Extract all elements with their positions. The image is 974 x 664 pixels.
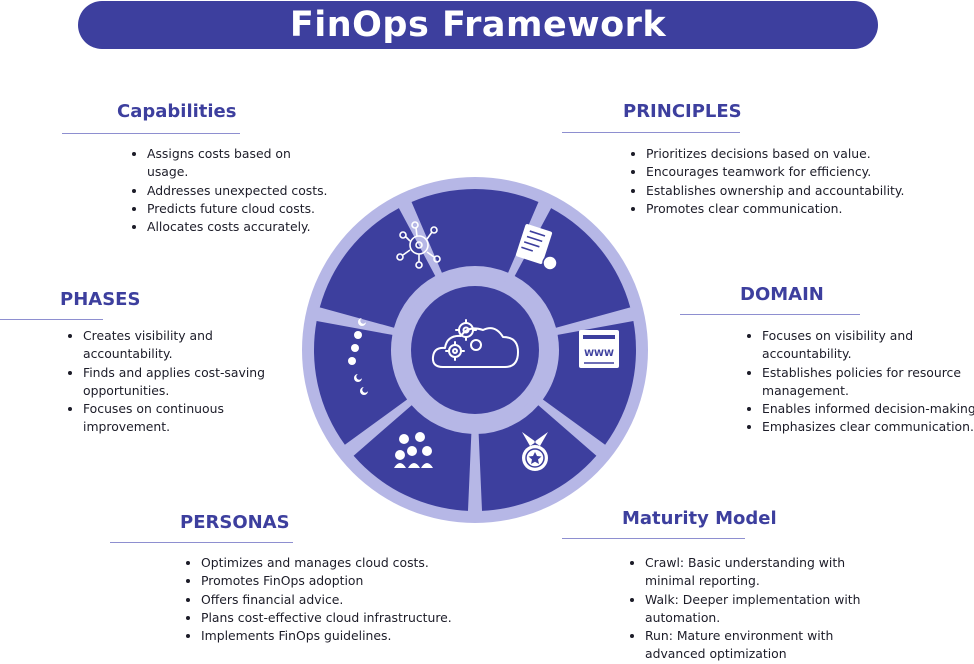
phases-list: Creates visibility and accountability. F…: [67, 327, 298, 437]
network-gears-icon: [396, 221, 441, 269]
principles-rule: [562, 132, 740, 133]
maturity-model-title: Maturity Model: [622, 508, 777, 529]
capabilities-list: Assigns costs based on usage. Addresses …: [131, 145, 332, 236]
list-item: Finds and applies cost-saving opportunit…: [83, 364, 298, 401]
title-banner: FinOps Framework: [78, 1, 878, 49]
list-item: Optimizes and manages cloud costs.: [201, 554, 456, 572]
wheel-segment: [411, 189, 539, 273]
wheel-segment: [313, 321, 408, 445]
list-item: Establishes policies for resource manage…: [762, 364, 974, 401]
list-item: Allocates costs accurately.: [147, 218, 332, 236]
list-item: Enables informed decision-making.: [762, 400, 974, 418]
list-item: Prioritizes decisions based on value.: [646, 145, 916, 163]
browser-window-icon: WWW: [579, 330, 619, 368]
moon-phases-icon: [348, 318, 368, 395]
award-badge-icon: [522, 432, 548, 471]
personas-title: PERSONAS: [180, 512, 290, 533]
maturity-model-rule: [562, 538, 745, 539]
domain-list: Focuses on visibility and accountability…: [746, 327, 974, 437]
phases-rule: [0, 319, 103, 320]
personas-list: Optimizes and manages cloud costs. Promo…: [185, 554, 456, 645]
page-title: FinOps Framework: [289, 5, 667, 45]
capabilities-rule: [62, 133, 240, 134]
svg-text:WWW: WWW: [584, 349, 614, 359]
phases-title: PHASES: [60, 289, 141, 310]
list-item: Implements FinOps guidelines.: [201, 627, 456, 645]
list-item: Encourages teamwork for efficiency.: [646, 163, 916, 181]
principles-title: PRINCIPLES: [623, 101, 742, 122]
list-item: Establishes ownership and accountability…: [646, 182, 916, 200]
list-item: Offers financial advice.: [201, 591, 456, 609]
framework-wheel: WWW: [302, 177, 648, 523]
domain-title: DOMAIN: [740, 284, 824, 305]
list-item: Predicts future cloud costs.: [147, 200, 332, 218]
list-item: Run: Mature environment with advanced op…: [645, 627, 885, 664]
list-item: Addresses unexpected costs.: [147, 182, 332, 200]
list-item: Plans cost-effective cloud infrastructur…: [201, 609, 456, 627]
principles-list: Prioritizes decisions based on value. En…: [630, 145, 916, 218]
list-item: Assigns costs based on usage.: [147, 145, 332, 182]
capabilities-title: Capabilities: [117, 101, 237, 122]
list-item: Crawl: Basic understanding with minimal …: [645, 554, 885, 591]
document-icon: [515, 224, 558, 271]
personas-rule: [110, 542, 293, 543]
team-group-icon: [394, 432, 433, 468]
maturity-model-list: Crawl: Basic understanding with minimal …: [629, 554, 885, 664]
list-item: Walk: Deeper implementation with automat…: [645, 591, 885, 628]
wheel-segment: [353, 405, 472, 511]
list-item: Focuses on visibility and accountability…: [762, 327, 974, 364]
list-item: Emphasizes clear communication.: [762, 418, 974, 436]
list-item: Promotes FinOps adoption: [201, 572, 456, 590]
list-item: Creates visibility and accountability.: [83, 327, 298, 364]
cloud-gears-icon: [431, 319, 519, 368]
list-item: Focuses on continuous improvement.: [83, 400, 298, 437]
list-item: Promotes clear communication.: [646, 200, 916, 218]
domain-rule: [680, 314, 860, 315]
